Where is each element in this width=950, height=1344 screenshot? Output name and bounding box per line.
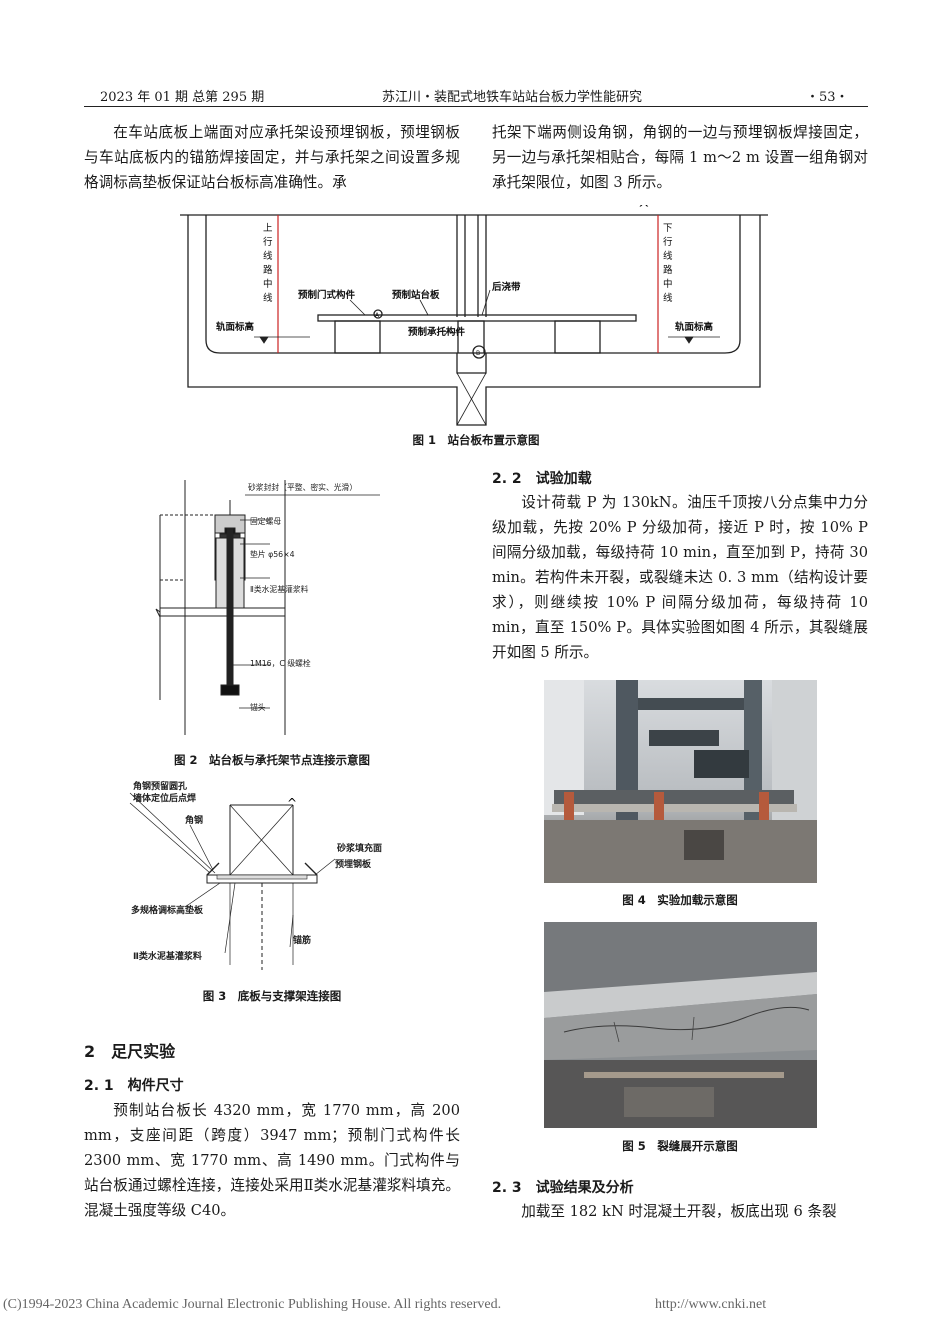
bolt-shank <box>226 527 234 691</box>
fig3-plate-label: 预埋钢板 <box>335 858 372 870</box>
slab-underside <box>544 972 817 1018</box>
section-2-3-title: 2. 3 试验结果及分析 <box>492 1180 634 1196</box>
figure-1-diagram: ^ 上 行 线 路 中 线 下 行 线 路 中 线 轨面标高 轨面标高 预制门式… <box>180 205 768 426</box>
fig1-right-line-4: 路 <box>663 264 673 276</box>
fig3-mortar-fill-label: 砂浆填充面 <box>337 842 382 854</box>
fig1-mark-a: A <box>375 312 380 319</box>
fig1-right-line-1: 下 <box>663 223 673 234</box>
cnki-link[interactable]: http://www.cnki.net <box>655 1297 767 1312</box>
intro-right: 托架下端两侧设角钢，角钢的一边与预埋钢板焊接固定，另一边与承托架相贴合，每隔 1… <box>492 124 868 191</box>
fig3-grout-label: Ⅱ类水泥基灌浆料 <box>133 950 202 962</box>
station-outer-box <box>187 215 761 426</box>
fig1-right-line-5: 中 <box>663 278 673 290</box>
journal-issue: 2023 年 01 期 总第 295 期 <box>100 90 265 105</box>
anchor-head <box>220 684 240 696</box>
fig3-shim-label: 多规格调标高垫板 <box>131 904 204 916</box>
figure-5-caption: 图 5 裂缝展开示意图 <box>622 1139 738 1153</box>
bracket-component <box>457 320 485 354</box>
figure-3-caption: 图 3 底板与支撑架连接图 <box>202 989 342 1003</box>
figure-1-caption: 图 1 站台板布置示意图 <box>412 433 540 447</box>
intro-left: 在车站底板上端面对应承托架设预埋钢板，预埋钢板与车站底板内的锚筋焊接固定，并与承… <box>84 124 460 191</box>
crack-line <box>563 1006 810 1033</box>
section-2-2-title: 2. 2 试验加载 <box>492 471 592 487</box>
fig1-left-line-6: 线 <box>263 292 273 304</box>
svg-text:^: ^ <box>638 205 650 217</box>
fig2-bolt-label: 1M16，C 级螺栓 <box>250 658 311 668</box>
fig2-nut-label: 固定螺母 <box>250 516 281 526</box>
section-2-1-text: 预制站台板长 4320 mm，宽 1770 mm，高 200 mm，支座间距（跨… <box>84 1102 460 1219</box>
station-inner-box <box>205 215 741 374</box>
platform-slab <box>317 314 637 322</box>
gate-component-1 <box>334 320 381 354</box>
figure-3-diagram: ^ 角钢预留圆孔 墙体定位后点焊 角钢 砂浆填充面 预埋钢板 多规格调标高垫板 … <box>129 780 382 970</box>
fig1-slab-label: 预制站台板 <box>392 289 440 301</box>
fig2-washer-label: 垫片 φ56×4 <box>250 549 295 559</box>
fig3-rebar-label: 锚筋 <box>293 934 311 946</box>
detail-mark-a <box>373 309 383 319</box>
figure-5-photo <box>544 922 817 1128</box>
angle-steel <box>206 862 318 876</box>
center-wall <box>456 215 487 317</box>
fig3-weld-label: 墙体定位后点焊 <box>133 792 196 804</box>
fig2-grout-label: Ⅱ类水泥基灌浆料 <box>250 584 309 594</box>
copyright-footer: (C)1994-2023 China Academic Journal Elec… <box>3 1297 502 1312</box>
fig2-mortar-label: 砂浆封封（平整、密实、光滑） <box>248 482 357 492</box>
shim-plate <box>216 874 308 880</box>
fig1-left-line-4: 路 <box>263 264 273 276</box>
fig1-post-label: 后浇带 <box>492 281 521 293</box>
fig3-angle-label: 角钢 <box>185 814 203 826</box>
svg-text:^: ^ <box>287 796 297 810</box>
fig1-rail-right: 轨面标高 <box>675 321 714 333</box>
running-title: 苏江川・装配式地铁车站站台板力学性能研究 <box>382 90 643 105</box>
section-2-title: 2 足尺实验 <box>84 1042 176 1061</box>
fig1-left-line-1: 上 <box>263 223 273 234</box>
fig1-mark-b: B <box>476 350 480 357</box>
fig1-left-line-2: 行 <box>263 236 273 248</box>
header-rule <box>84 106 868 107</box>
section-2-2-text: 设计荷载 P 为 130kN。油压千顶按八分点集中力分级加载，先按 20% P … <box>492 494 868 661</box>
section-2-3-text: 加载至 182 kN 时混凝土开裂，板底出现 6 条裂 <box>521 1203 837 1220</box>
figure-4-photo <box>544 680 817 883</box>
figure-4-caption: 图 4 实验加载示意图 <box>622 893 738 907</box>
figure-2-diagram: 砂浆封封（平整、密实、光滑） 固定螺母 垫片 φ56×4 Ⅱ类水泥基灌浆料 1M… <box>155 480 380 735</box>
fig1-gate-label: 预制门式构件 <box>298 289 356 301</box>
section-2-1-title: 2. 1 构件尺寸 <box>84 1078 184 1094</box>
test-slab <box>552 804 797 812</box>
fig1-right-line-6: 线 <box>663 292 673 304</box>
gate-component-2 <box>554 320 601 354</box>
fig1-left-line-3: 线 <box>263 250 273 262</box>
fig1-rail-left: 轨面标高 <box>216 321 255 333</box>
fig1-right-line-3: 线 <box>663 250 673 262</box>
detail-mark-b <box>472 345 486 359</box>
fig1-right-line-2: 行 <box>663 236 673 248</box>
top-beam <box>638 698 744 710</box>
page-number: ・53・ <box>806 90 849 105</box>
figure-2-caption: 图 2 站台板与承托架节点连接示意图 <box>173 753 370 767</box>
fig1-left-line-5: 中 <box>263 278 273 290</box>
fig3-hole-label: 角钢预留圆孔 <box>133 780 187 792</box>
fig2-anchor-label: 锚头 <box>250 702 266 712</box>
fig1-bracket-label: 预制承托构件 <box>408 326 466 338</box>
